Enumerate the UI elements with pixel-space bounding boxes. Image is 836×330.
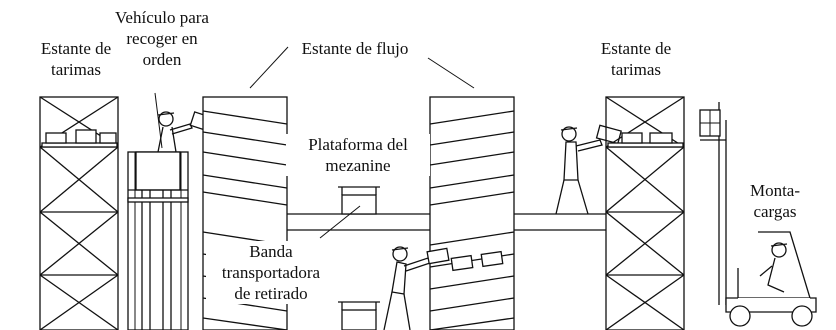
pallet-rack-left-frame xyxy=(39,96,119,330)
flow-lane xyxy=(429,317,515,330)
flow-lane xyxy=(429,297,515,312)
conveyor-label-line2: transportadora xyxy=(221,263,321,282)
mezzanine-label: Plataforma del mezanine xyxy=(286,134,430,176)
flow-lane xyxy=(429,110,515,125)
worker-torso xyxy=(391,261,407,295)
vehicle-label: Vehículo para recoger en orden xyxy=(108,7,216,70)
leader-mezzanine xyxy=(319,205,361,239)
forklift-label-line1: Monta- xyxy=(749,181,801,200)
box xyxy=(99,132,117,144)
conveyor-label-line1: Banda xyxy=(249,242,293,261)
worker-head xyxy=(561,126,577,142)
forklift xyxy=(699,102,817,327)
mezzanine-cart xyxy=(341,194,377,215)
worker-legs xyxy=(555,179,589,215)
pallet-rack-left-label: Estante de tarimas xyxy=(22,38,130,80)
mezzanine-label-line1: Plataforma del xyxy=(308,135,408,154)
pallet-rack-right-label: Estante de tarimas xyxy=(582,38,690,80)
pallet-rack-left-label-line2: tarimas xyxy=(50,60,102,79)
forklift-label: Monta- cargas xyxy=(733,180,817,222)
worker-legs xyxy=(383,291,411,330)
box xyxy=(450,254,474,272)
platform-base xyxy=(127,197,189,203)
driver-cap xyxy=(770,243,788,247)
pallet-rack-left-label-line1: Estante de xyxy=(40,39,112,58)
picker-platform xyxy=(135,151,181,191)
operator-cap xyxy=(157,112,175,116)
flow-rack-right xyxy=(429,96,515,330)
pallet-rack-right xyxy=(605,96,685,330)
leader-vehicle xyxy=(154,92,163,149)
rack-brace xyxy=(605,96,685,148)
pallet-rack-right-frame xyxy=(605,96,685,330)
box xyxy=(621,132,643,144)
driver-arm xyxy=(759,265,773,277)
flow-rack-label-text: Estante de flujo xyxy=(301,39,409,58)
pallet-rack-left xyxy=(39,96,119,330)
driver-head xyxy=(771,242,787,258)
rack-brace xyxy=(605,274,685,330)
worker-torso xyxy=(563,141,579,181)
worker-lower xyxy=(383,246,450,330)
flow-lane xyxy=(429,131,515,146)
pallet-rack-right-label-line2: tarimas xyxy=(610,60,662,79)
flow-lane xyxy=(202,174,288,189)
worker-head xyxy=(392,246,408,262)
mezzanine-platform xyxy=(287,186,606,231)
flow-lane xyxy=(202,191,288,206)
pallet-rack-right-label-line1: Estante de xyxy=(600,39,672,58)
operator-head xyxy=(158,111,174,127)
rack-brace xyxy=(39,211,119,276)
worker-cap xyxy=(391,247,409,251)
conveyor-label: Banda transportadora de retirado xyxy=(206,241,336,304)
vehicle-label-line3: orden xyxy=(142,50,182,69)
carried-box xyxy=(595,124,622,145)
forklift-label-line2: cargas xyxy=(753,202,797,221)
worker-cap xyxy=(560,127,578,131)
box xyxy=(649,132,673,144)
forklift-wheel xyxy=(729,305,751,327)
vehicle-label-line2: recoger en xyxy=(126,29,198,48)
flow-rack-right-frame xyxy=(429,96,515,330)
box xyxy=(75,129,97,144)
flow-lane xyxy=(429,191,515,206)
rack-brace xyxy=(605,211,685,276)
leader-flow-left xyxy=(249,46,289,89)
flow-lane xyxy=(429,151,515,166)
worker-arm xyxy=(575,139,603,152)
forklift-body xyxy=(725,297,817,313)
box xyxy=(480,250,504,268)
box xyxy=(45,132,67,144)
leader-flow-right xyxy=(427,57,475,89)
worker-arm xyxy=(403,257,431,272)
rack-brace xyxy=(39,146,119,213)
rack-brace xyxy=(39,274,119,330)
leader-lines xyxy=(154,46,475,239)
flow-lane xyxy=(202,110,288,125)
flow-lane xyxy=(429,231,515,246)
vehicle-label-line1: Vehículo para xyxy=(115,8,209,27)
rack-brace xyxy=(605,146,685,213)
lower-cart xyxy=(341,309,377,330)
flow-lane xyxy=(202,131,288,146)
pallet xyxy=(607,142,684,148)
forklift-wheel xyxy=(791,305,813,327)
flow-lane xyxy=(429,174,515,189)
worker-mezzanine xyxy=(555,124,622,215)
flow-lane xyxy=(429,275,515,290)
flow-rack-label: Estante de flujo xyxy=(280,38,430,59)
carried-box xyxy=(426,247,450,265)
mezzanine-label-line2: mezanine xyxy=(325,156,391,175)
driver-body xyxy=(767,257,785,293)
flow-lane xyxy=(202,151,288,166)
conveyor-label-line3: de retirado xyxy=(234,284,308,303)
picking-conveyor xyxy=(338,250,504,330)
flow-lane xyxy=(202,317,288,330)
